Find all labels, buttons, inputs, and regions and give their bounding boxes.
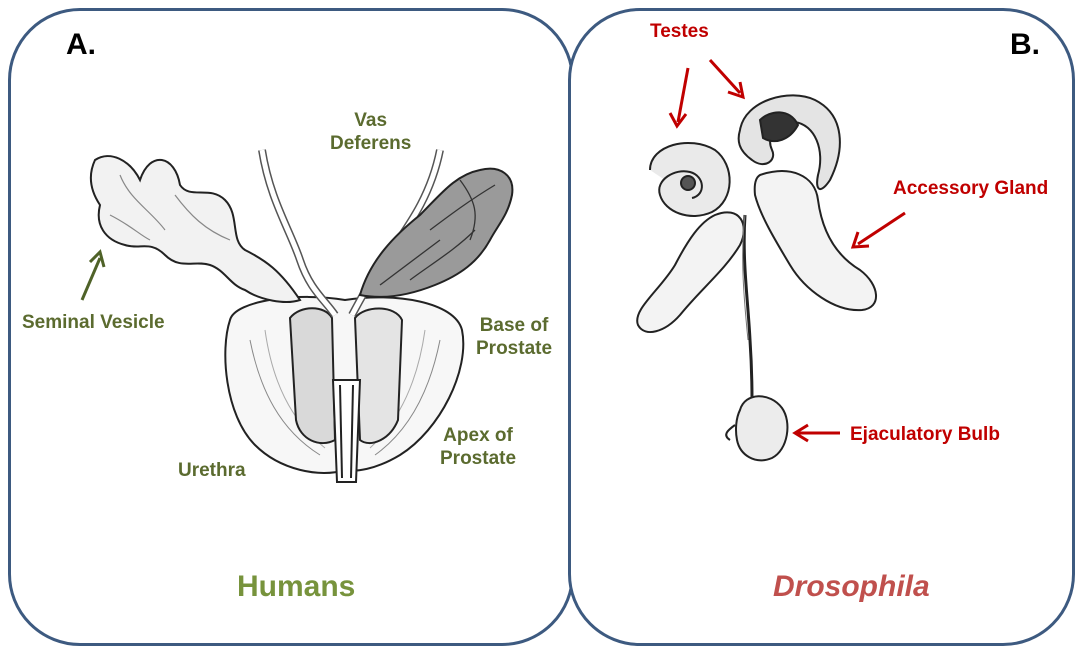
arrow-accessory-gland bbox=[853, 213, 905, 247]
label-apex-of-prostate: Apex of Prostate bbox=[440, 425, 516, 471]
prostate-lobe-right bbox=[355, 308, 402, 443]
drosophila-anatomy-drawing bbox=[637, 95, 876, 460]
label-ejaculatory-bulb: Ejaculatory Bulb bbox=[850, 424, 1000, 447]
panel-label-b: B. bbox=[1010, 28, 1040, 62]
label-urethra: Urethra bbox=[178, 460, 246, 483]
label-base-of-prostate: Base of Prostate bbox=[476, 315, 552, 361]
prostate-lobe-left bbox=[290, 308, 335, 443]
accessory-gland-right bbox=[755, 171, 876, 310]
arrow-testis-right bbox=[710, 60, 743, 97]
label-seminal-vesicle: Seminal Vesicle bbox=[22, 312, 165, 335]
accessory-gland-left bbox=[637, 212, 744, 332]
label-vas-deferens: Vas Deferens bbox=[330, 110, 411, 156]
arrow-ejaculatory-bulb bbox=[795, 425, 840, 441]
label-accessory-gland: Accessory Gland bbox=[893, 178, 1048, 201]
panel-label-a: A. bbox=[66, 28, 96, 62]
urethra-tube bbox=[333, 380, 360, 482]
arrow-testis-left bbox=[670, 68, 688, 126]
label-testes: Testes bbox=[650, 21, 709, 44]
ejaculatory-bulb bbox=[736, 396, 787, 460]
title-humans: Humans bbox=[237, 570, 355, 604]
arrow-seminal-vesicle bbox=[82, 252, 104, 300]
title-drosophila: Drosophila bbox=[773, 570, 930, 604]
